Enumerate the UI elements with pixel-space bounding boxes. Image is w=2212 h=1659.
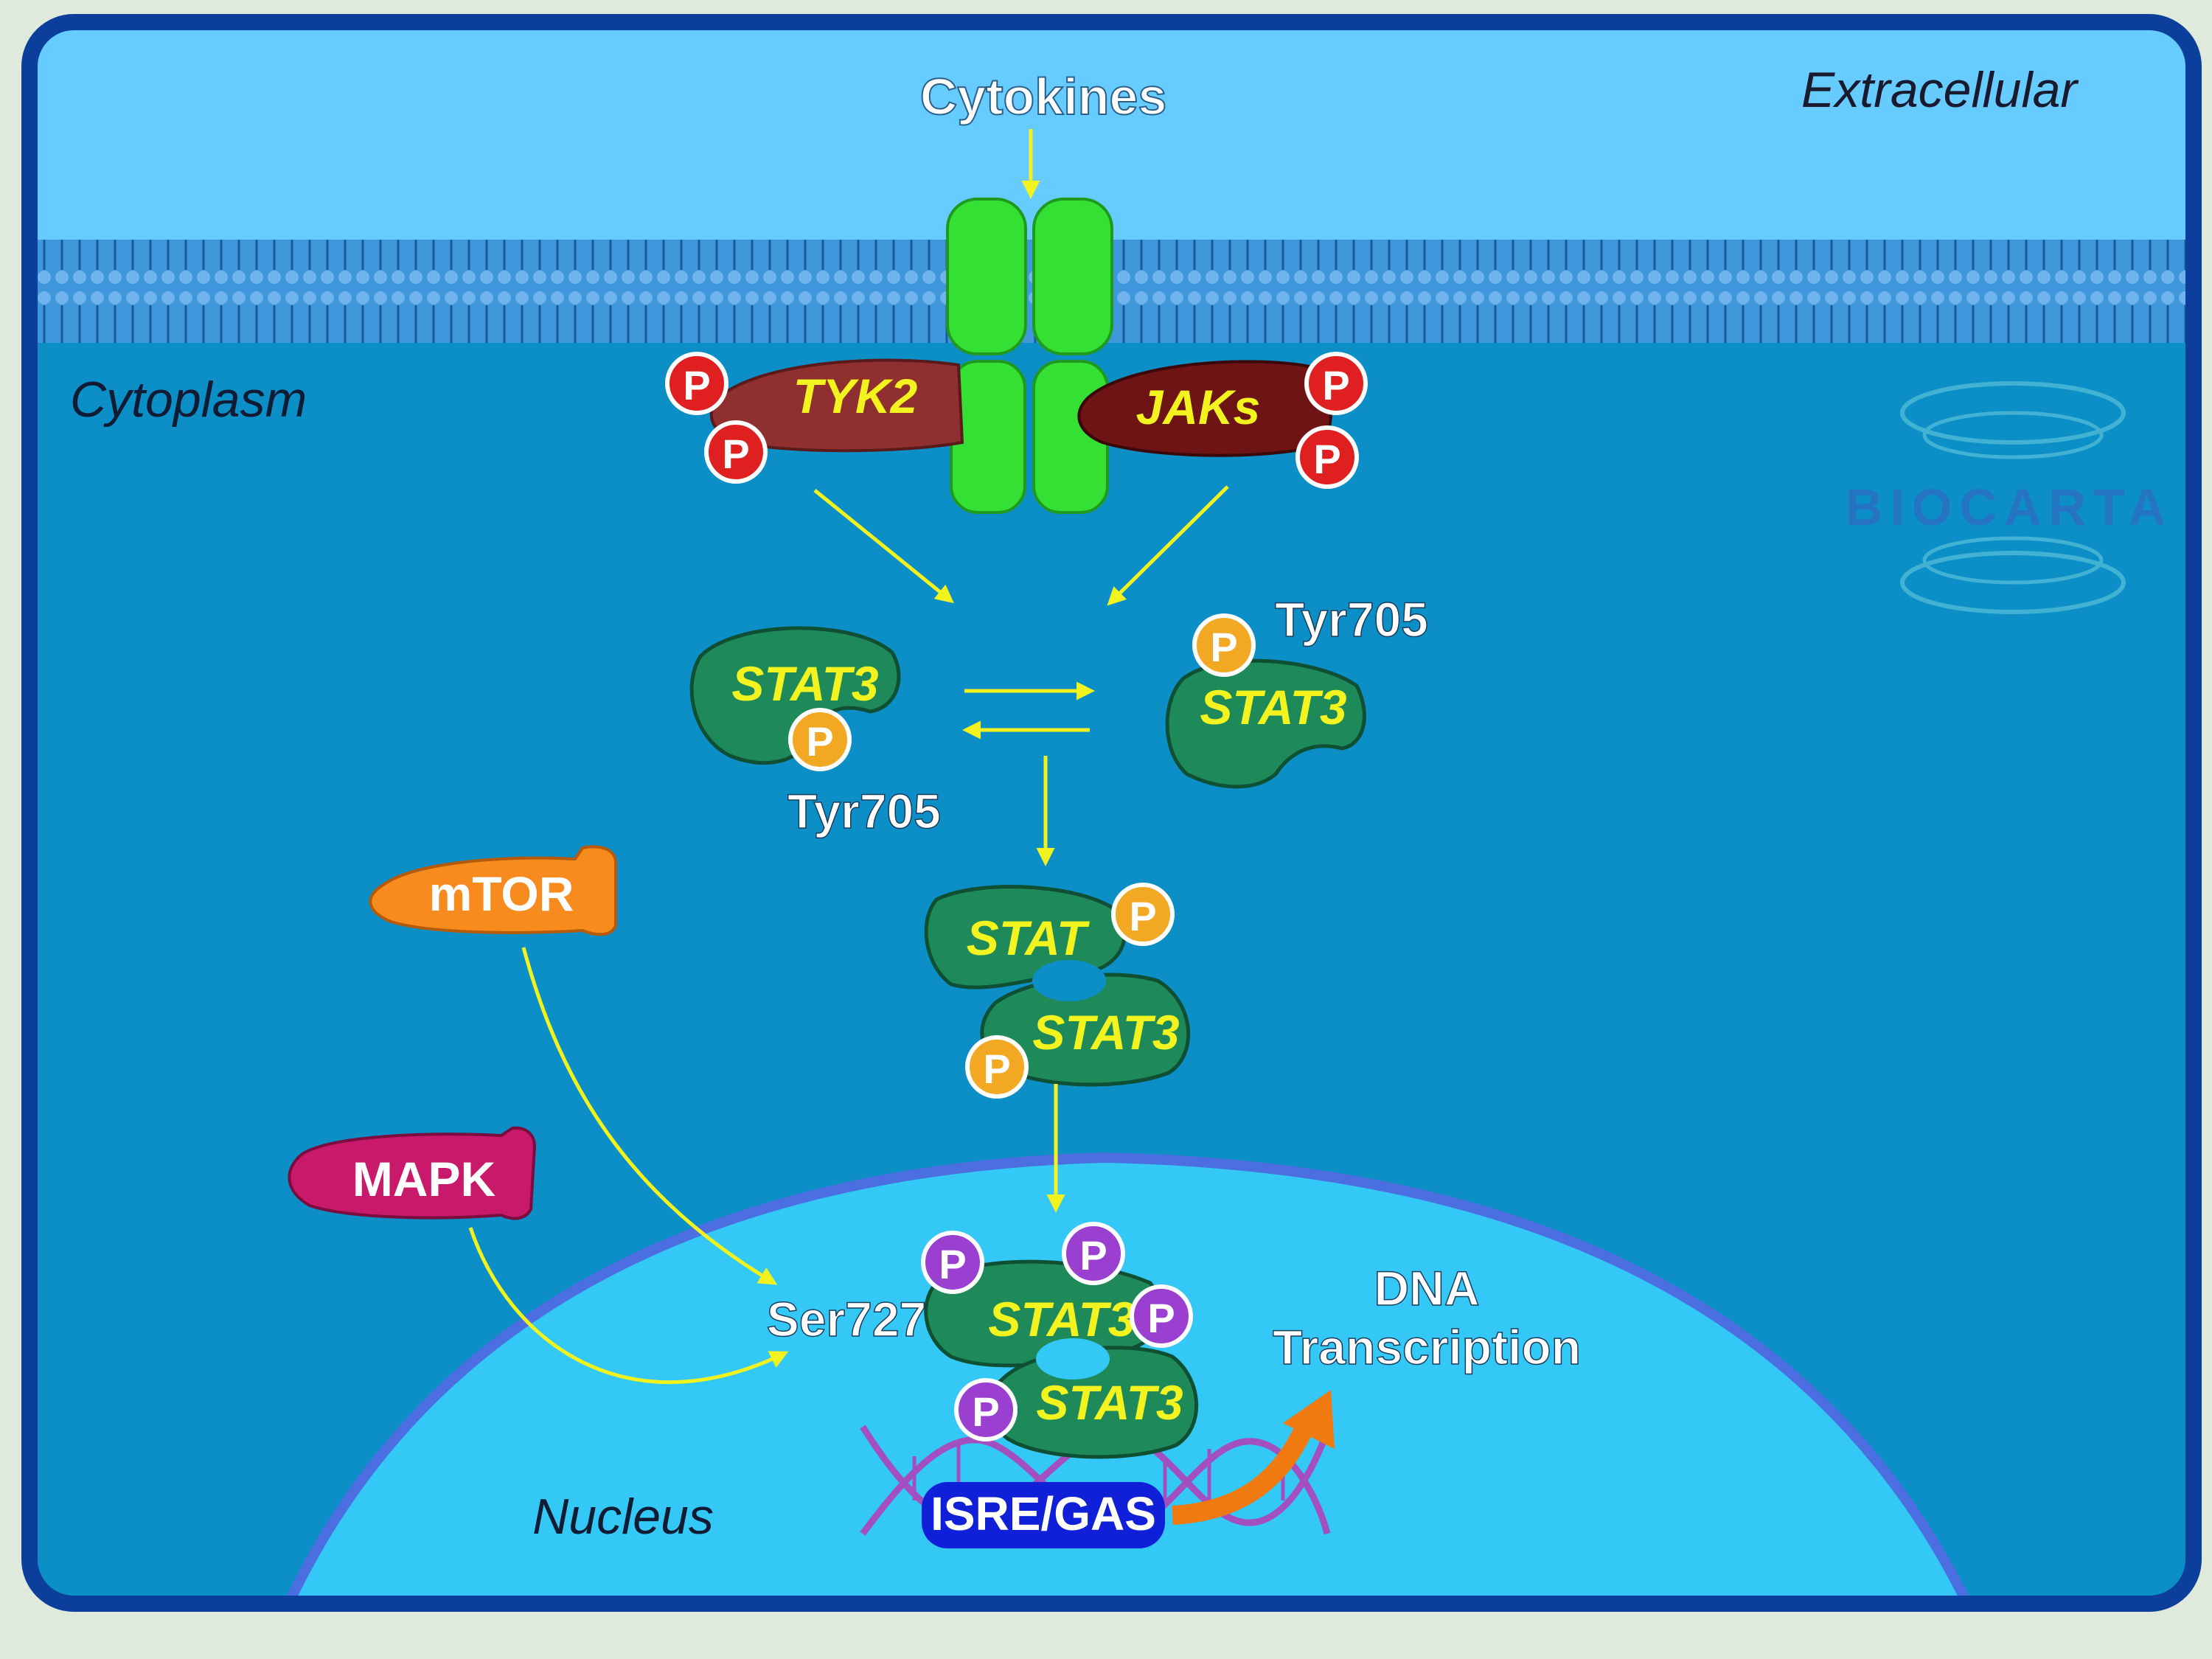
stat3-label: STAT3 [988, 1292, 1135, 1346]
mapk-label: MAPK [352, 1152, 496, 1206]
isre-gas-element: ISRE/GAS [922, 1482, 1165, 1548]
svg-text:P: P [939, 1241, 966, 1287]
isre-gas-label: ISRE/GAS [931, 1487, 1156, 1540]
stat3-label: STAT3 [731, 656, 878, 711]
dna-transcription-label-line2: Transcription [1273, 1320, 1581, 1374]
stat3-dimer-cytoplasm: STAT STAT3 [924, 885, 1191, 1087]
svg-text:P: P [722, 431, 749, 477]
cytoplasm-label: Cytoplasm [70, 372, 307, 428]
watermark-text: BIOCARTA [1846, 479, 2173, 536]
phospho-group-orange: P [788, 708, 852, 771]
svg-text:P: P [1313, 436, 1340, 482]
phospho-group-purple: P [1130, 1284, 1193, 1348]
tyr705-label: Tyr705 [787, 784, 941, 838]
svg-text:P: P [1322, 362, 1349, 408]
stat3-label: STAT3 [1036, 1375, 1183, 1430]
stat3-label: STAT3 [1200, 680, 1346, 734]
mtor-label: mTOR [429, 866, 574, 921]
cytokines-label: Cytokines [920, 68, 1167, 125]
mapk-to-ser727-arrow [468, 1227, 789, 1384]
svg-text:P: P [1079, 1232, 1107, 1279]
phospho-group-red: P [1295, 425, 1359, 489]
nucleus-label: Nucleus [532, 1489, 714, 1545]
phospho-group-purple: P [1062, 1222, 1125, 1285]
stat3-dimer-nucleus: STAT3 STAT3 [924, 1259, 1199, 1459]
transcription-arrowhead [1283, 1390, 1335, 1449]
jaks-to-stat3-arrow [1107, 485, 1229, 606]
stat3-label: STAT3 [1032, 1005, 1179, 1060]
phospho-group-red: P [704, 420, 768, 484]
extracellular-label: Extracellular [1801, 62, 2079, 118]
phospho-group-orange: P [1192, 613, 1256, 677]
tyk2-label: TYK2 [793, 369, 918, 423]
dna-transcription-label-line1: DNA [1374, 1261, 1480, 1315]
jaks-kinase: JAKs [1077, 360, 1332, 457]
diagram-frame [21, 14, 2202, 1612]
mapk-kinase: MAPK [288, 1126, 537, 1220]
tyk2-kinase: TYK2 [709, 358, 964, 453]
svg-text:P: P [1147, 1295, 1175, 1341]
biocarta-watermark: BIOCARTA [1846, 381, 2173, 614]
mtor-to-ser727-arrow [521, 947, 778, 1285]
svg-text:P: P [806, 718, 833, 765]
svg-text:P: P [983, 1046, 1010, 1092]
phospho-group-orange: P [1111, 883, 1175, 946]
phospho-group-purple: P [921, 1231, 984, 1294]
phospho-group-red: P [665, 352, 728, 415]
svg-text:P: P [1210, 624, 1237, 670]
stat3-monomer-right: STAT3 [1165, 658, 1366, 789]
tyr705-label: Tyr705 [1275, 592, 1428, 647]
extracellular-region [29, 22, 2194, 243]
phospho-group-purple: P [954, 1378, 1018, 1441]
phospho-group-red: P [1304, 352, 1368, 415]
stat3-label: STAT [967, 911, 1090, 965]
transcription-arrow [1172, 1422, 1314, 1525]
svg-text:P: P [683, 362, 710, 408]
mtor-kinase: mTOR [369, 845, 617, 936]
tyk2-to-stat3-arrow [813, 489, 954, 604]
jaks-label: JAKs [1136, 380, 1261, 434]
svg-text:P: P [1129, 893, 1156, 939]
svg-text:P: P [972, 1388, 999, 1435]
phospho-group-orange: P [965, 1035, 1029, 1099]
ser727-label: Ser727 [767, 1292, 927, 1346]
stat3-monomer-left: STAT3 [689, 626, 901, 765]
